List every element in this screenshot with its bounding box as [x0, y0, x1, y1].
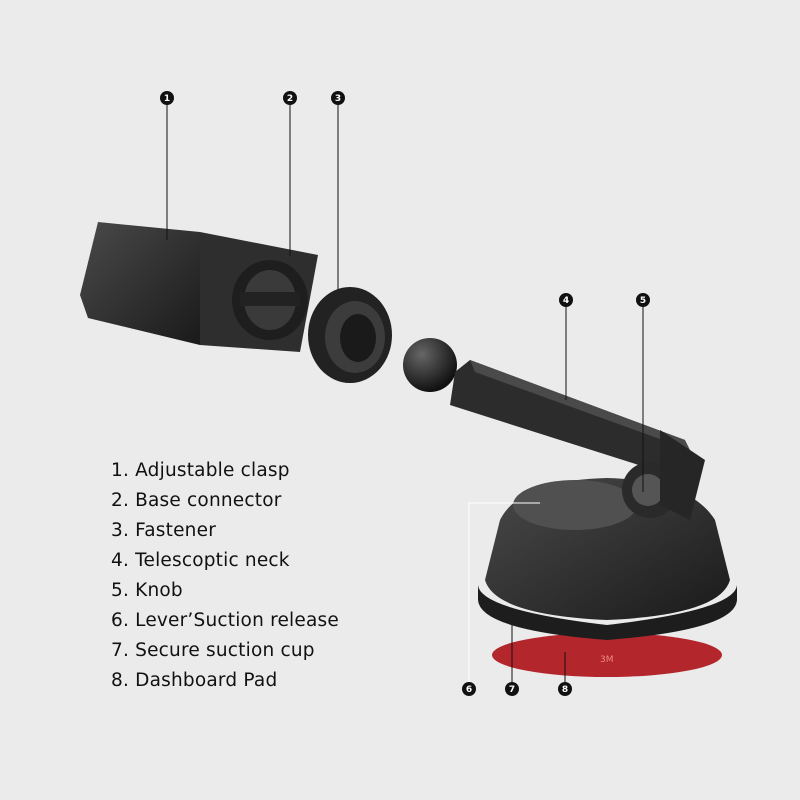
suction-base: 3M — [478, 430, 737, 677]
marker-5: 5 — [636, 293, 650, 307]
marker-6: 6 — [462, 682, 476, 696]
legend-item: 4. Telescoptic neck — [111, 550, 290, 571]
marker-8: 8 — [558, 682, 572, 696]
marker-3: 3 — [331, 91, 345, 105]
marker-4: 4 — [559, 293, 573, 307]
svg-text:5: 5 — [640, 296, 646, 306]
marker-7: 7 — [505, 682, 519, 696]
base-connector — [232, 260, 308, 340]
svg-text:1: 1 — [164, 94, 170, 104]
legend-item: 7. Secure suction cup — [111, 640, 315, 661]
svg-text:2: 2 — [287, 94, 293, 104]
telescopic-neck — [403, 338, 690, 475]
leader-lines — [166, 98, 644, 689]
legend-item: 5. Knob — [111, 580, 183, 601]
svg-text:8: 8 — [562, 685, 568, 695]
parts-legend: 1. Adjustable clasp 2. Base connector 3.… — [111, 456, 339, 696]
svg-text:3M: 3M — [600, 655, 614, 665]
fastener — [308, 287, 392, 383]
legend-item: 3. Fastener — [111, 520, 216, 541]
svg-text:3: 3 — [335, 94, 341, 104]
svg-text:4: 4 — [563, 296, 569, 306]
svg-text:6: 6 — [466, 685, 472, 695]
legend-item: 2. Base connector — [111, 490, 282, 511]
svg-text:7: 7 — [509, 685, 515, 695]
marker-2: 2 — [283, 91, 297, 105]
marker-1: 1 — [160, 91, 174, 105]
dashboard-pad — [492, 633, 722, 677]
legend-item: 8. Dashboard Pad — [111, 670, 278, 691]
legend-item: 6. Lever’Suction release — [111, 610, 339, 631]
legend-item: 1. Adjustable clasp — [111, 460, 290, 481]
